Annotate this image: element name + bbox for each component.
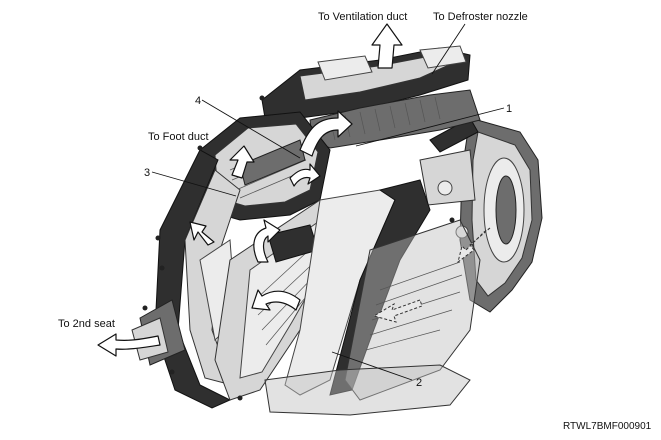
arrow-core-left: [251, 289, 301, 311]
arrow-core-up: [253, 219, 281, 263]
arrow-second-seat: [97, 333, 161, 357]
leader-lines: [151, 23, 505, 381]
leader-defroster: [431, 23, 466, 75]
labels: To Ventilation duct To Defroster nozzle …: [58, 11, 652, 432]
leader-1: [355, 107, 505, 147]
label-second-seat: To 2nd seat: [58, 318, 115, 330]
leader-2: [331, 351, 413, 381]
hvac-unit-illustration: [97, 23, 543, 416]
arrow-ventilation: [371, 23, 403, 69]
label-ventilation: To Ventilation duct: [318, 11, 407, 23]
arrow-upper-core: [289, 163, 321, 187]
callout-2: 2: [416, 377, 422, 389]
arrow-foot: [229, 145, 255, 179]
fastener-dots: [142, 95, 455, 401]
arrow-blower-to-core: [372, 299, 423, 323]
callout-4: 4: [195, 95, 201, 107]
figure-code: RTWL7BMF000901: [563, 421, 652, 432]
arrow-left-duct: [189, 221, 215, 246]
airflow-arrows: [97, 23, 491, 357]
leader-4: [201, 99, 301, 159]
arrow-blower-inlet: [457, 227, 491, 264]
callout-3: 3: [144, 167, 150, 179]
label-defroster: To Defroster nozzle: [433, 11, 528, 23]
leader-3: [151, 171, 237, 197]
arrow-defroster: [299, 110, 353, 157]
front-panel: [264, 179, 481, 416]
label-foot: To Foot duct: [148, 131, 209, 143]
callout-1: 1: [506, 103, 512, 115]
